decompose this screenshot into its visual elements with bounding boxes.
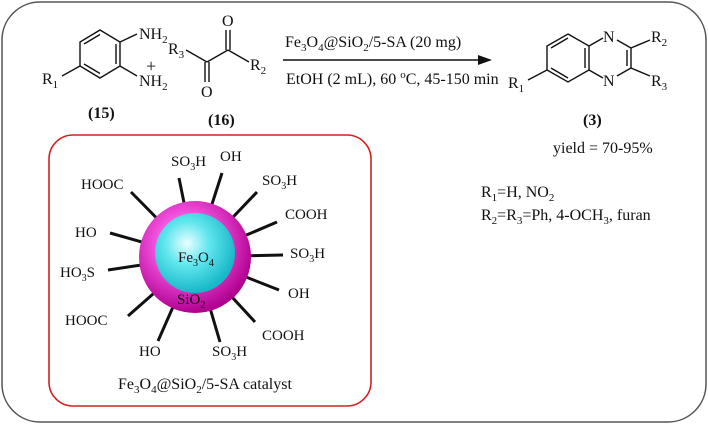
plus-sign: +	[146, 56, 156, 76]
product-r3: R3	[651, 73, 668, 93]
fe3o4-core	[155, 213, 235, 293]
product-quinoxaline-structure	[527, 33, 651, 83]
compound-label-16: (16)	[208, 112, 235, 129]
reactant-diamine-structure	[61, 29, 138, 79]
diketone-r2: R2	[250, 57, 266, 77]
product-r2: R2	[651, 29, 667, 49]
reaction-arrow	[283, 55, 492, 65]
product-n-bottom: N	[603, 73, 615, 90]
substituent-r1-line: R1=H, NO2	[481, 184, 554, 204]
product-r1: R1	[508, 75, 524, 95]
group-hooc-lower-left: HOOC	[65, 313, 108, 329]
shell-label: SiO2	[177, 292, 205, 311]
core-label: Fe3O4	[178, 250, 214, 269]
product-n-top: N	[603, 29, 615, 46]
group-ho-left: HO	[75, 225, 97, 241]
diamine-top-nh2: NH2	[139, 26, 168, 46]
conditions-solvent: EtOH (2 mL), 60 oC, 45-150 min	[286, 69, 499, 88]
substituent-r2r3-line: R2=R3=Ph, 4-OCH3, furan	[481, 207, 651, 227]
group-cooh-lower-right: COOH	[262, 328, 305, 344]
diamine-bottom-nh2: NH2	[139, 73, 168, 93]
diketone-r3: R3	[168, 41, 185, 61]
yield-text: yield = 70-95%	[553, 140, 653, 157]
compound-label-3: (3)	[583, 112, 602, 129]
group-oh-top: OH	[220, 149, 242, 165]
group-hooc-upper-left: HOOC	[81, 177, 124, 193]
diketone-bottom-oxygen: O	[201, 84, 213, 101]
group-so3h-upper-right: SO3H	[262, 173, 297, 192]
reactant-diketone-structure	[185, 30, 250, 82]
group-ho-bottom: HO	[139, 344, 161, 360]
group-ho3s-left: HO3S	[60, 265, 95, 284]
group-oh-right: OH	[288, 286, 310, 302]
group-cooh-right: COOH	[285, 207, 328, 223]
group-so3h-bottom: SO3H	[212, 344, 247, 363]
group-so3h-top: SO3H	[171, 154, 206, 173]
group-so3h-right: SO3H	[290, 246, 325, 265]
catalyst-groups: SO3H OH SO3H HOOC COOH HO SO3H HO3S OH H…	[60, 149, 328, 363]
diketone-top-oxygen: O	[222, 13, 234, 30]
compound-label-15: (15)	[88, 105, 115, 122]
diamine-r1: R1	[42, 71, 58, 91]
catalyst-caption: Fe3O4@SiO2/5-SA catalyst	[118, 376, 292, 396]
conditions-catalyst: Fe3O4@SiO2/5-SA (20 mg)	[285, 34, 461, 54]
